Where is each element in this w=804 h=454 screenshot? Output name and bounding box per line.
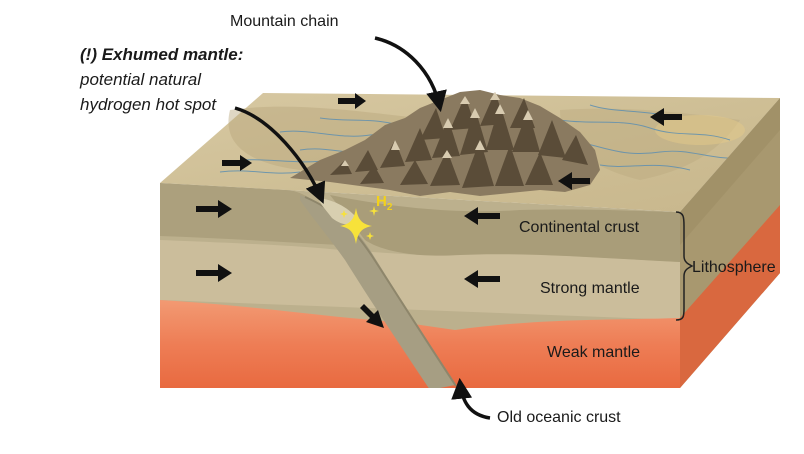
continental-crust-left [160, 183, 340, 245]
plate-motion-arrow [360, 304, 384, 328]
side-weak-mantle [680, 205, 780, 388]
plate-motion-arrow [196, 200, 232, 218]
mountain-chain-label: Mountain chain [230, 13, 339, 30]
callout-arrow [451, 377, 491, 420]
exhumed-mantle-wedge [318, 198, 360, 225]
river-network [219, 104, 741, 174]
weak-mantle-label: Weak mantle [547, 344, 640, 361]
exhumed-mantle-line3: hydrogen hot spot [80, 95, 217, 114]
old-oceanic-crust-label: Old oceanic crust [497, 409, 621, 426]
continental-crust-right [330, 195, 680, 262]
plate-motion-arrow [558, 172, 590, 190]
plate-motion-arrow [464, 270, 500, 288]
plate-motion-arrow [650, 108, 682, 126]
plate-motion-arrow [196, 264, 232, 282]
plate-motion-arrow [464, 207, 500, 225]
exhumed-mantle-title: (!) Exhumed mantle: [80, 45, 243, 64]
callout-arrow [374, 36, 447, 113]
lithosphere-label: Lithosphere [692, 259, 776, 276]
plate-motion-arrow [222, 155, 252, 171]
h2-label: H2 [376, 193, 393, 213]
plate-motion-arrow [338, 93, 366, 109]
strong-mantle-layer [160, 240, 680, 320]
subducting-slab [300, 195, 455, 388]
exhumed-mantle-line2: potential natural [79, 70, 202, 89]
callout-arrow [234, 106, 326, 204]
plate-motion-arrows-front [196, 200, 500, 328]
strong-mantle-label: Strong mantle [540, 280, 640, 297]
continental-crust-label: Continental crust [519, 219, 640, 236]
plate-motion-arrows-top [222, 93, 682, 190]
side-crust-band [680, 98, 780, 245]
lithosphere-bracket [675, 211, 694, 321]
mountain-range [290, 90, 600, 196]
hydrogen-spark-icon [340, 206, 379, 244]
